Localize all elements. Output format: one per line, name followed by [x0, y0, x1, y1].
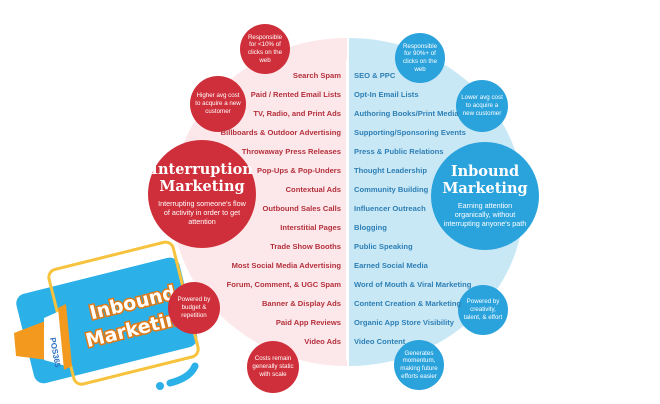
note-interruption-clicks: Responsible for <10% of clicks on the we…	[240, 24, 290, 74]
megaphone-icon: POS365	[14, 304, 72, 370]
decor-dot	[156, 382, 164, 390]
note-text: Generates momentum, making future effort…	[400, 349, 438, 380]
note-interruption-cost: Higher avg cost to acquire a new custome…	[190, 76, 246, 132]
inbound-desc: Earning attention organically, without i…	[443, 201, 527, 229]
decor-swoosh	[166, 362, 199, 387]
note-inbound-momentum: Generates momentum, making future effort…	[394, 340, 444, 390]
note-text: Responsible for 90%+ of clicks on the we…	[402, 42, 438, 73]
divider	[346, 60, 349, 360]
note-text: Higher avg cost to acquire a new custome…	[195, 92, 241, 115]
title-line: Marketing	[442, 179, 528, 197]
title-line: Interruption	[151, 160, 253, 178]
note-interruption-budget: Powered by budget & repetition	[168, 282, 220, 334]
interruption-desc: Interrupting someone's flow of activity …	[158, 199, 246, 227]
title-line: Inbound	[450, 162, 520, 180]
note-text: Costs remain generally static with scale	[252, 355, 294, 378]
inbound-marketing-banner: POS365 Inbound Marketing	[14, 240, 200, 390]
note-inbound-powered: Powered by creativity, talent, & effort	[458, 285, 508, 335]
note-inbound-clicks: Responsible for 90%+ of clicks on the we…	[395, 33, 445, 83]
title-line: Marketing	[159, 177, 245, 195]
note-text: Powered by budget & repetition	[177, 296, 211, 319]
note-text: Lower avg cost to acquire a new customer	[461, 94, 503, 117]
note-text: Powered by creativity, talent, & effort	[463, 298, 503, 321]
note-text: Responsible for <10% of clicks on the we…	[247, 33, 283, 64]
note-inbound-cost: Lower avg cost to acquire a new customer	[456, 80, 508, 132]
note-interruption-static: Costs remain generally static with scale	[247, 341, 299, 393]
